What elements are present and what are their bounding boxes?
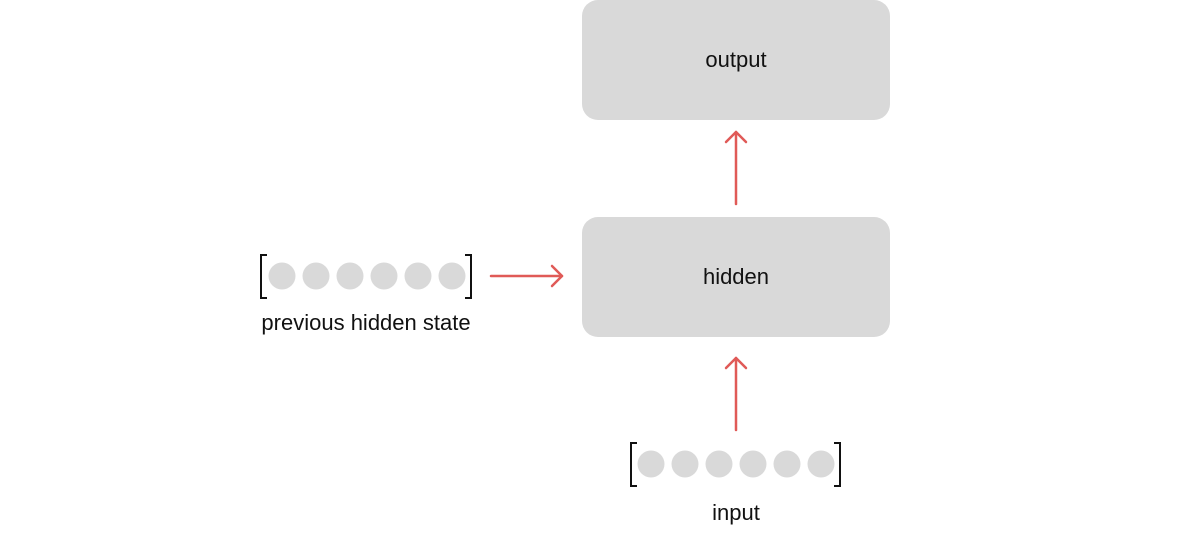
left-bracket bbox=[630, 442, 637, 487]
input-cell bbox=[807, 450, 835, 478]
right-bracket bbox=[465, 254, 472, 299]
previous-hidden-state-label: previous hidden state bbox=[261, 310, 471, 335]
input-cell bbox=[739, 450, 767, 478]
previous-hidden-state-cell bbox=[404, 262, 432, 290]
arrow-hidden-to-output bbox=[724, 130, 748, 206]
input-label: input bbox=[712, 500, 760, 525]
right-bracket bbox=[834, 442, 841, 487]
input-cell bbox=[637, 450, 665, 478]
output-node-label: output bbox=[705, 47, 767, 72]
hidden-node-label: hidden bbox=[702, 264, 770, 289]
previous-hidden-state-cell bbox=[302, 262, 330, 290]
previous-hidden-state-vector bbox=[260, 254, 472, 299]
input-cell bbox=[705, 450, 733, 478]
input-cell bbox=[773, 450, 801, 478]
previous-hidden-state-cell bbox=[370, 262, 398, 290]
previous-hidden-state-cell bbox=[336, 262, 364, 290]
output-node: output bbox=[582, 0, 890, 120]
input-cell bbox=[671, 450, 699, 478]
arrow-prev-to-hidden bbox=[489, 264, 564, 288]
input-vector bbox=[630, 442, 841, 487]
hidden-node: hidden bbox=[582, 217, 890, 337]
arrow-input-to-hidden bbox=[724, 356, 748, 432]
left-bracket bbox=[260, 254, 267, 299]
previous-hidden-state-cell bbox=[438, 262, 466, 290]
previous-hidden-state-cell bbox=[268, 262, 296, 290]
